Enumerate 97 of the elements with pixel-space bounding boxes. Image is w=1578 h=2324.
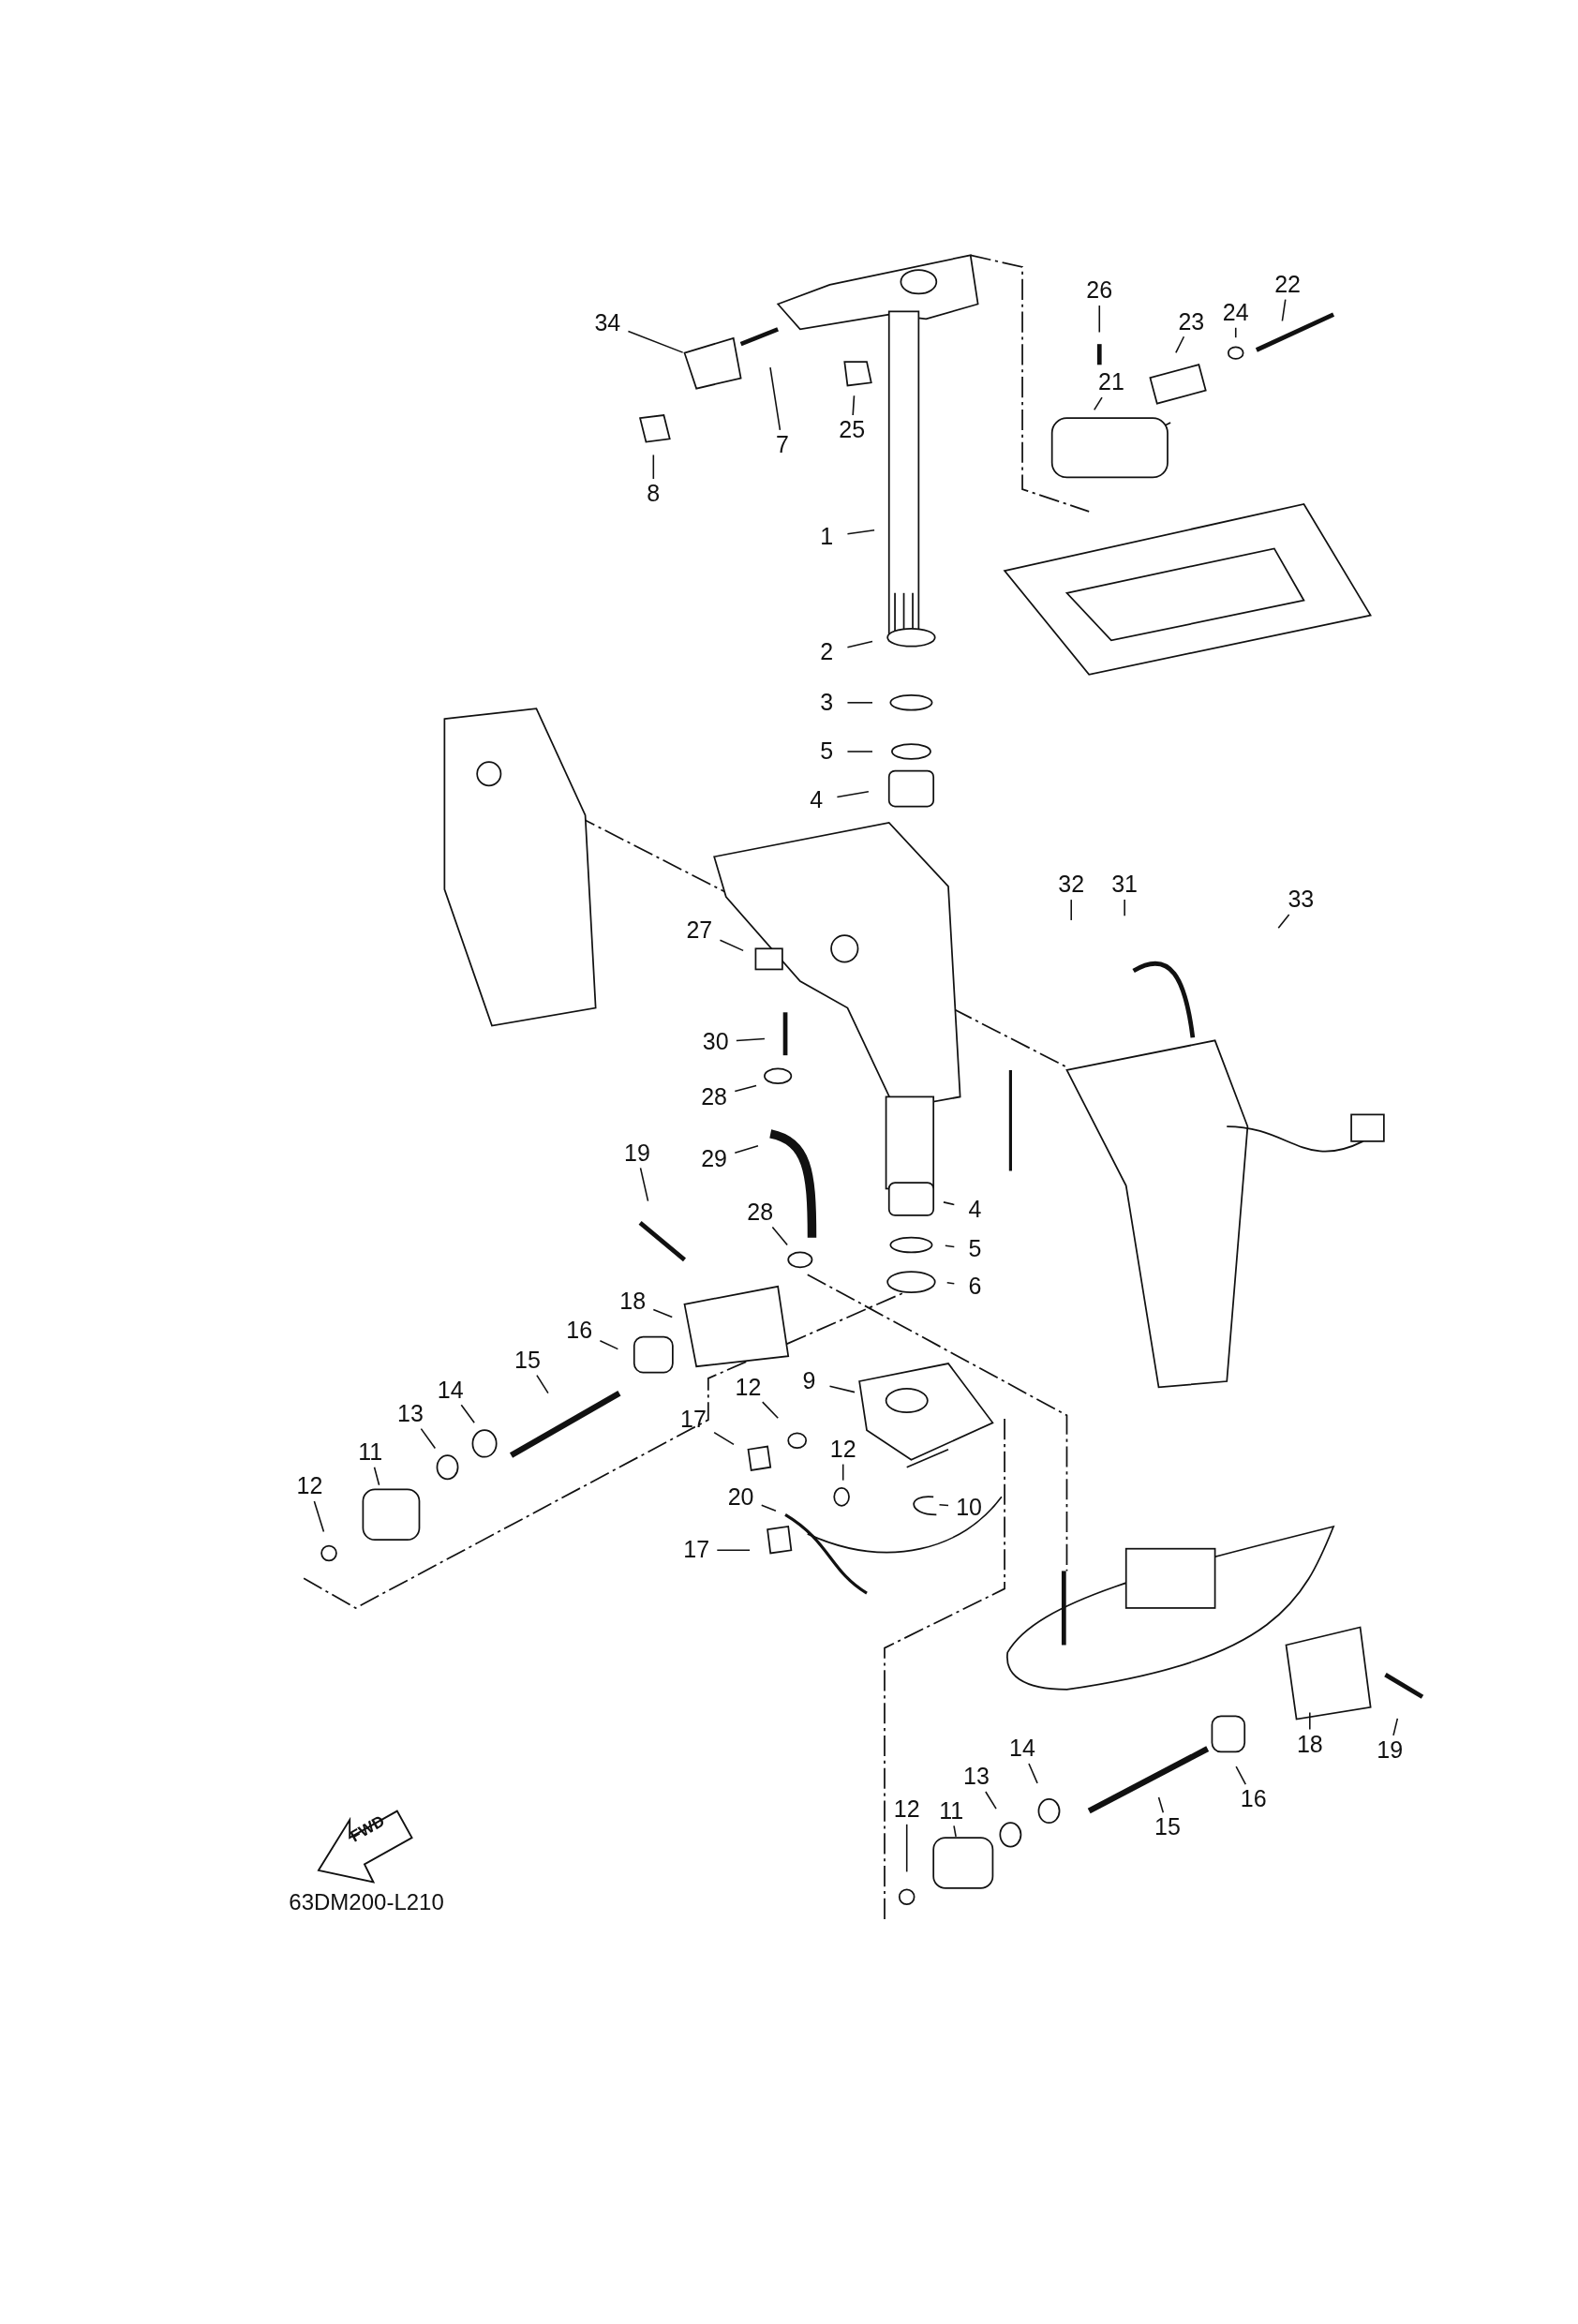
leader-line	[1277, 914, 1290, 929]
diagram-code: 63DM200-L210	[289, 1889, 444, 1916]
leader-line	[852, 395, 856, 416]
leader-line	[905, 1824, 908, 1873]
callout-number: 5	[806, 736, 848, 767]
callout-number: 19	[1369, 1735, 1411, 1765]
leader-line	[734, 1145, 759, 1154]
callout-number: 18	[1288, 1729, 1331, 1759]
callout-number: 21	[1090, 367, 1133, 397]
callout-number: 15	[506, 1345, 549, 1376]
leader-line	[1235, 1765, 1247, 1785]
callout-number: 14	[1001, 1734, 1044, 1764]
callout-number: 5	[954, 1234, 996, 1264]
callout-number: 13	[389, 1398, 432, 1429]
leader-line	[460, 1404, 475, 1424]
leader-line	[599, 1339, 619, 1350]
callout-number: 13	[955, 1762, 998, 1792]
leader-line	[652, 1308, 674, 1318]
callout-number: 7	[761, 429, 803, 460]
callout-number: 6	[954, 1271, 996, 1302]
callout-number: 16	[558, 1316, 601, 1346]
leader-line	[1028, 1763, 1038, 1784]
callout-number: 10	[947, 1492, 990, 1522]
callout-number: 18	[612, 1286, 654, 1317]
callout-number: 25	[831, 414, 873, 445]
callout-number: 12	[727, 1372, 769, 1402]
leader-line	[945, 1244, 956, 1248]
callout-number: 16	[1232, 1783, 1274, 1814]
leader-line	[836, 790, 870, 798]
leader-line	[1093, 396, 1103, 411]
callout-number: 12	[289, 1471, 331, 1501]
leader-line	[846, 640, 873, 648]
leader-line	[1281, 298, 1287, 322]
callout-number: 17	[672, 1405, 715, 1435]
leader-line	[943, 1201, 956, 1206]
callout-number: 30	[694, 1026, 737, 1057]
callout-number: 15	[1146, 1811, 1189, 1842]
leader-line	[734, 1084, 757, 1093]
leader-line	[1098, 305, 1101, 334]
callout-number: 29	[693, 1143, 736, 1174]
callout-number: 20	[720, 1482, 762, 1512]
leader-line	[719, 939, 744, 952]
callout-number: 17	[676, 1535, 718, 1565]
callout-number: 11	[350, 1437, 392, 1467]
callout-number: 32	[1050, 870, 1093, 900]
leader-line	[938, 1504, 949, 1507]
callout-number: 33	[1280, 885, 1322, 915]
callout-number: 9	[788, 1365, 830, 1396]
leader-line	[736, 1037, 766, 1042]
leader-line	[945, 1282, 956, 1285]
leader-line	[716, 1549, 751, 1552]
callout-number: 22	[1266, 269, 1309, 300]
callout-number: 12	[886, 1794, 928, 1825]
callout-number: 28	[739, 1197, 782, 1228]
callout-number: 27	[678, 916, 721, 946]
callout-number: 4	[954, 1194, 996, 1225]
leader-line	[536, 1374, 549, 1394]
leader-line	[828, 1385, 856, 1393]
leader-line	[1175, 335, 1185, 354]
leader-line	[1309, 1711, 1311, 1731]
leader-line	[846, 529, 875, 535]
leader-line	[1070, 899, 1072, 921]
leader-line	[1234, 326, 1237, 338]
callout-number: 34	[587, 307, 629, 338]
callout-number: 24	[1214, 297, 1257, 328]
callout-number: 3	[806, 687, 848, 718]
leader-line	[841, 1463, 844, 1482]
callout-number: 31	[1104, 870, 1146, 900]
leader-line	[953, 1825, 957, 1838]
leader-line	[627, 330, 684, 353]
callout-number: 23	[1170, 306, 1213, 336]
leader-line	[373, 1466, 380, 1486]
leader-line	[652, 454, 655, 480]
leader-line	[846, 751, 873, 752]
leader-line	[713, 1431, 735, 1446]
leader-line	[985, 1791, 997, 1810]
callout-number: 2	[806, 636, 848, 667]
callout-number: 8	[633, 478, 675, 509]
callout-number: 12	[822, 1434, 864, 1465]
callout-number: 14	[429, 1375, 471, 1405]
leader-line	[1157, 1796, 1165, 1813]
callout-number: 1	[806, 521, 848, 552]
callout-number: 19	[616, 1138, 659, 1168]
leader-line	[760, 1504, 777, 1512]
leader-line	[1392, 1718, 1399, 1736]
callout-number: 4	[796, 785, 838, 815]
leader-line	[420, 1427, 437, 1450]
leader-line	[639, 1167, 649, 1202]
callout-number: 11	[930, 1795, 973, 1826]
leader-line	[846, 702, 873, 704]
leader-line	[313, 1500, 325, 1533]
leader-line	[761, 1401, 779, 1419]
callout-number: 28	[693, 1081, 736, 1111]
leader-line	[771, 1226, 788, 1246]
callout-number: 26	[1079, 276, 1121, 305]
leader-line	[769, 366, 782, 431]
leader-line	[1124, 899, 1125, 916]
